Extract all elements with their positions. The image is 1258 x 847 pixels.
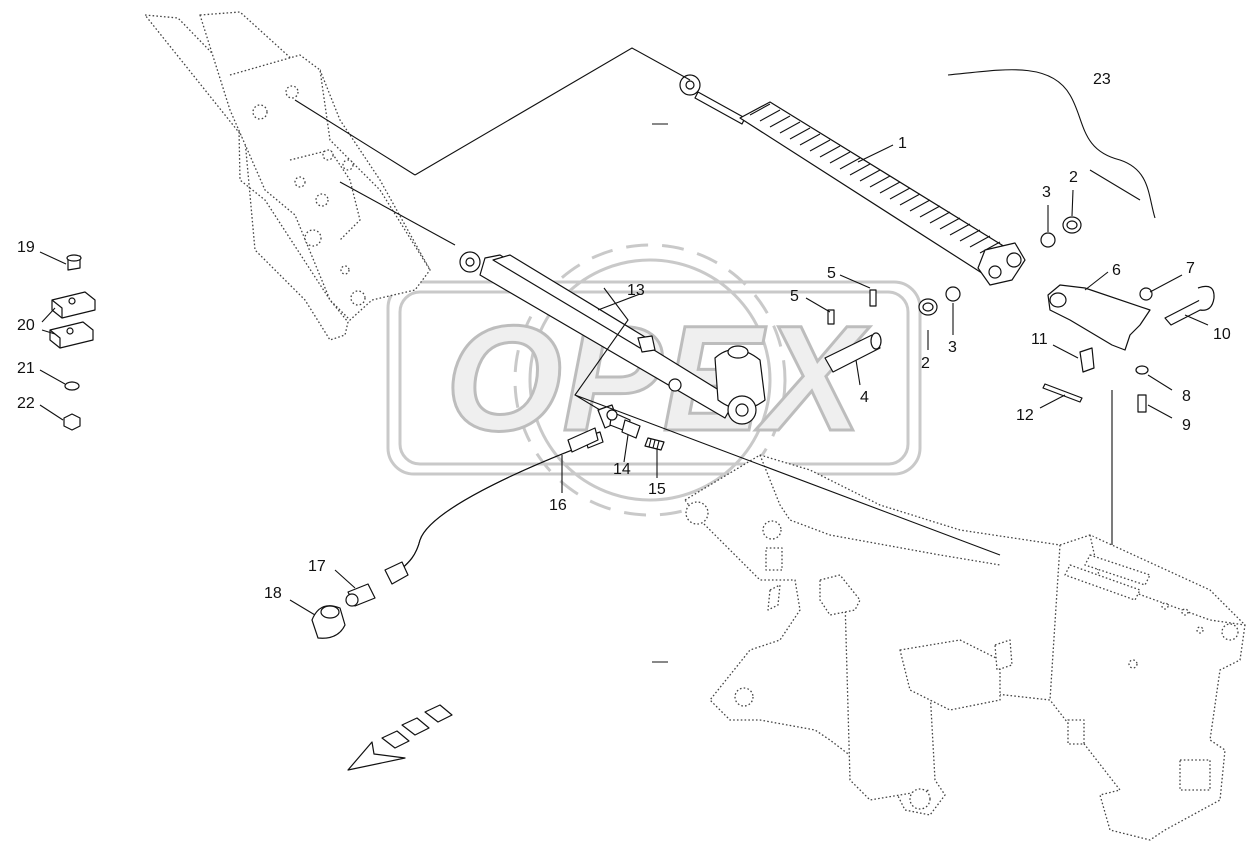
hydraulic-hose <box>384 427 604 585</box>
clip <box>1079 347 1095 373</box>
bracket <box>1047 284 1151 351</box>
roll-pin-a <box>869 289 877 307</box>
bleed-screw <box>644 437 665 451</box>
callout-6: 6 <box>1112 262 1121 279</box>
cable <box>947 69 1156 219</box>
callout-16: 16 <box>549 497 567 514</box>
dust-cap <box>311 605 346 639</box>
callout-4: 4 <box>860 389 869 406</box>
callout-13: 13 <box>627 282 645 299</box>
ring-bottom <box>945 286 961 302</box>
washer <box>1135 365 1149 375</box>
travel-direction-arrow-icon <box>347 704 453 771</box>
bushing-top <box>1062 216 1082 234</box>
lock-nut <box>1139 287 1153 301</box>
callout-21: 21 <box>17 360 35 377</box>
callout-8: 8 <box>1182 388 1191 405</box>
callout-labels: 1 2 2 3 3 4 5 5 6 7 8 9 10 11 12 13 14 1… <box>17 71 1231 602</box>
callout-1: 1 <box>898 135 907 152</box>
pivot-pin <box>824 332 882 373</box>
hose-clamp-kit <box>49 254 96 431</box>
spring-coils <box>739 101 1011 276</box>
callout-14: 14 <box>613 461 631 478</box>
ring-top <box>1040 232 1056 248</box>
spring-strut <box>679 74 1026 286</box>
callout-5-top: 5 <box>827 265 836 282</box>
watermark: OPEX <box>386 243 922 517</box>
callout-12: 12 <box>1016 407 1034 424</box>
callout-23: 23 <box>1093 71 1111 88</box>
callout-18: 18 <box>264 585 282 602</box>
callout-11: 11 <box>1031 331 1048 348</box>
lynch-pin <box>1164 285 1215 326</box>
accumulator <box>714 345 766 425</box>
adapter-fitting <box>345 583 376 607</box>
callout-2-top: 2 <box>1069 169 1078 186</box>
gear-watermark-icon <box>513 243 787 517</box>
callout-3-bottom: 3 <box>948 339 957 356</box>
callout-10: 10 <box>1213 326 1231 343</box>
hydraulic-cylinder <box>459 251 766 425</box>
callout-5-bottom: 5 <box>790 288 799 305</box>
leader-lines <box>39 47 1209 616</box>
callout-19: 19 <box>17 239 35 256</box>
callout-15: 15 <box>648 481 666 498</box>
callout-3-top: 3 <box>1042 184 1051 201</box>
callout-22: 22 <box>17 395 35 412</box>
boom-arm <box>144 11 431 341</box>
tee-fitting <box>597 404 641 439</box>
loader-frame <box>684 454 1246 841</box>
callout-7: 7 <box>1186 260 1195 277</box>
callout-9: 9 <box>1182 417 1191 434</box>
bushing-bottom <box>918 298 938 316</box>
bolt <box>1137 394 1147 413</box>
callout-2-bottom: 2 <box>921 355 930 372</box>
callout-20: 20 <box>17 317 35 334</box>
roll-pin-b <box>827 309 835 325</box>
callout-17: 17 <box>308 558 326 575</box>
cotter-pin <box>1042 383 1083 403</box>
